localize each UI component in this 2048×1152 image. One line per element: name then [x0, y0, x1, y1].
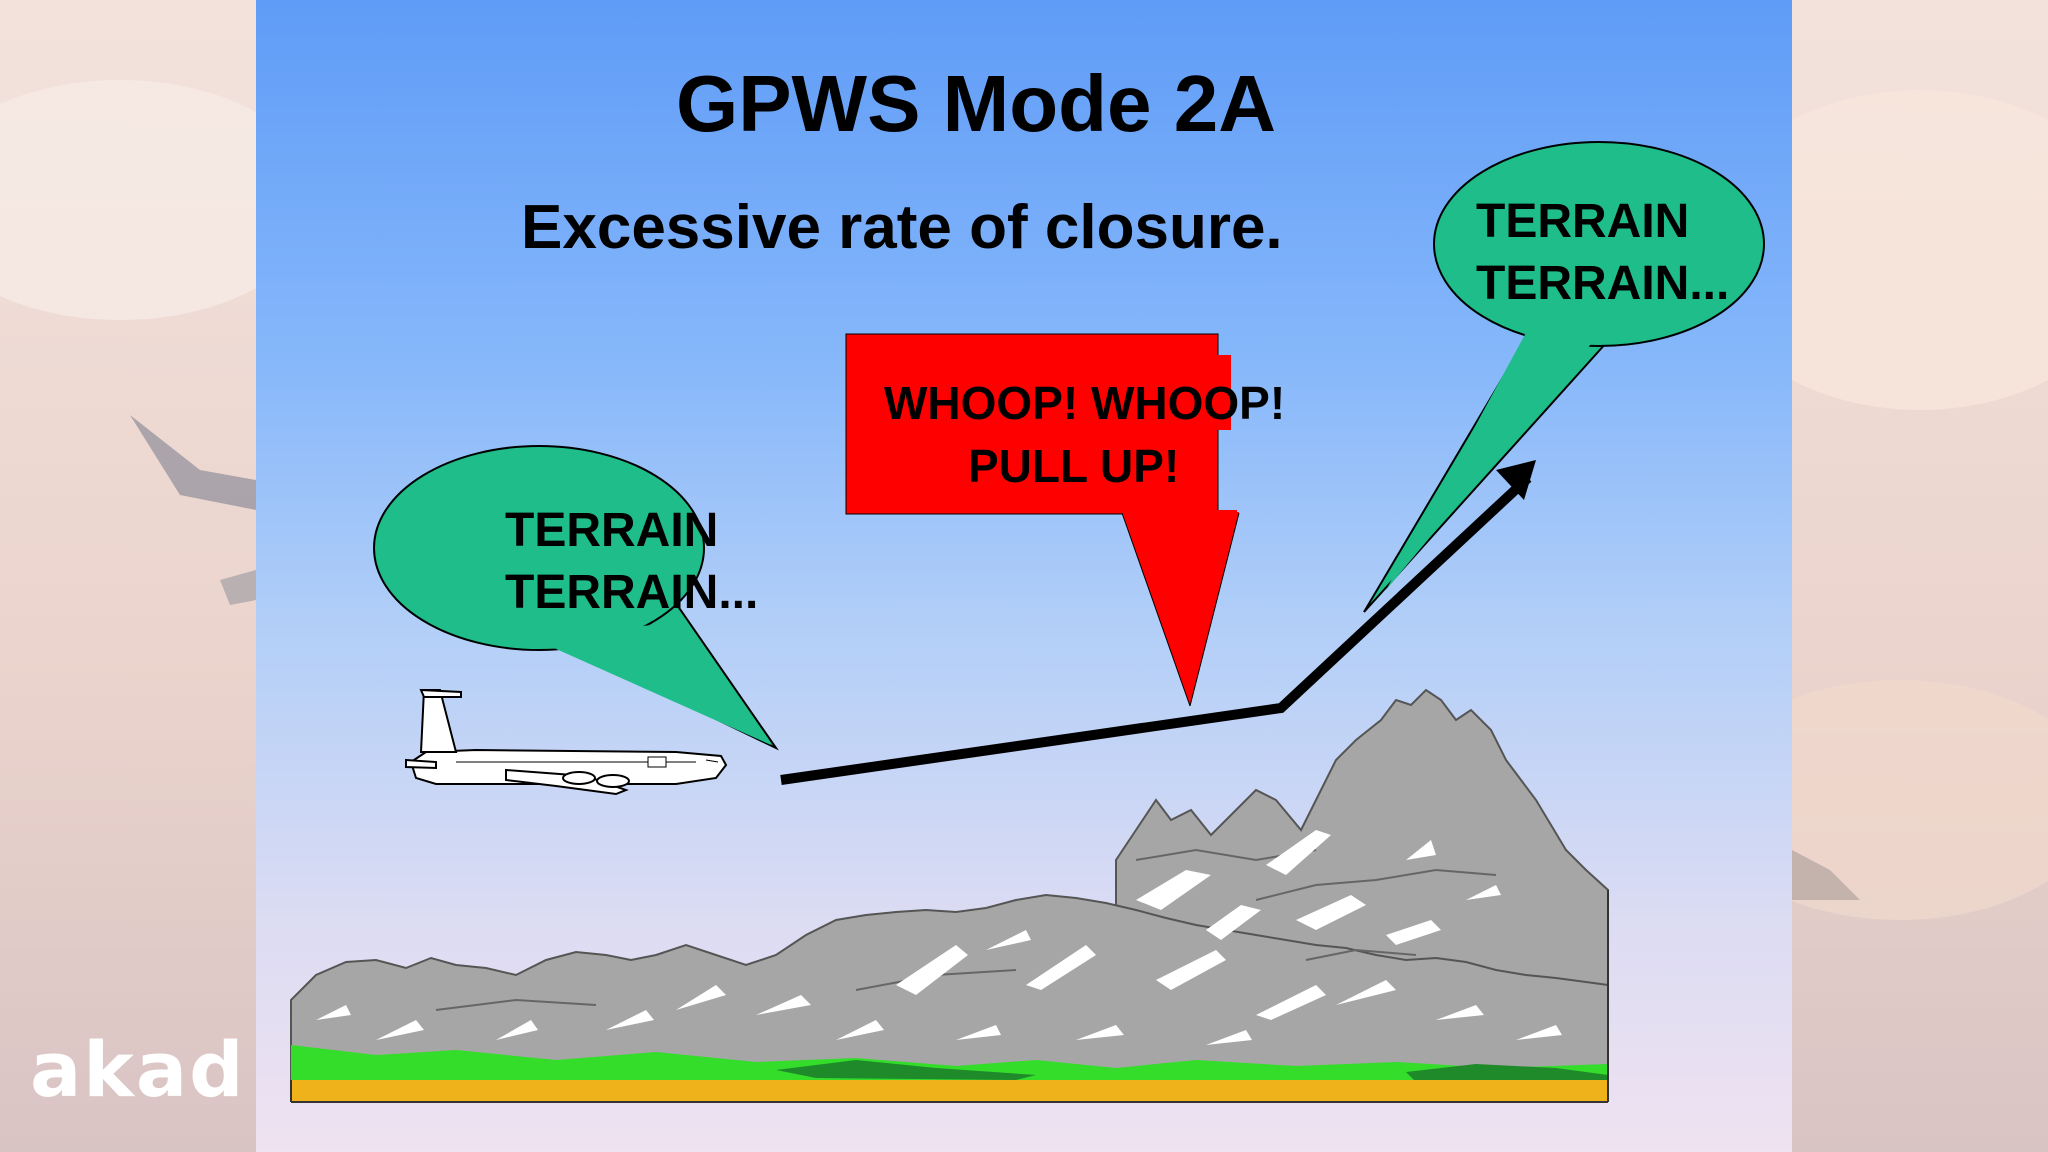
callout-right-text: TERRAIN TERRAIN...	[1476, 191, 1729, 315]
watermark-logo: akad	[30, 1025, 246, 1114]
callout-left-line1: TERRAIN	[505, 504, 719, 557]
flight-path-arrow	[780, 460, 1536, 785]
slide-title: GPWS Mode 2A	[675, 59, 1277, 148]
aircraft-icon	[405, 688, 728, 796]
slide: GPWS Mode 2A Excessive rate of closure. …	[256, 0, 1792, 1152]
callout-right-line1: TERRAIN	[1476, 195, 1690, 248]
alarm-line1: WHOOP! WHOOP!	[884, 377, 1286, 429]
callout-right-line2: TERRAIN...	[1476, 257, 1730, 310]
mountain-range	[290, 688, 1609, 1103]
callout-left-line2: TERRAIN...	[505, 566, 759, 619]
alarm-callout	[845, 333, 1240, 707]
slide-illustration	[290, 141, 1765, 1103]
callout-bubble-left	[373, 445, 779, 751]
callout-left-text: TERRAIN TERRAIN...	[505, 500, 758, 624]
alarm-line2: PULL UP!	[968, 440, 1180, 492]
slide-subtitle: Excessive rate of closure.	[521, 193, 1283, 262]
blurred-aircraft-wing	[130, 415, 256, 510]
callout-bubble-right	[1363, 141, 1765, 613]
